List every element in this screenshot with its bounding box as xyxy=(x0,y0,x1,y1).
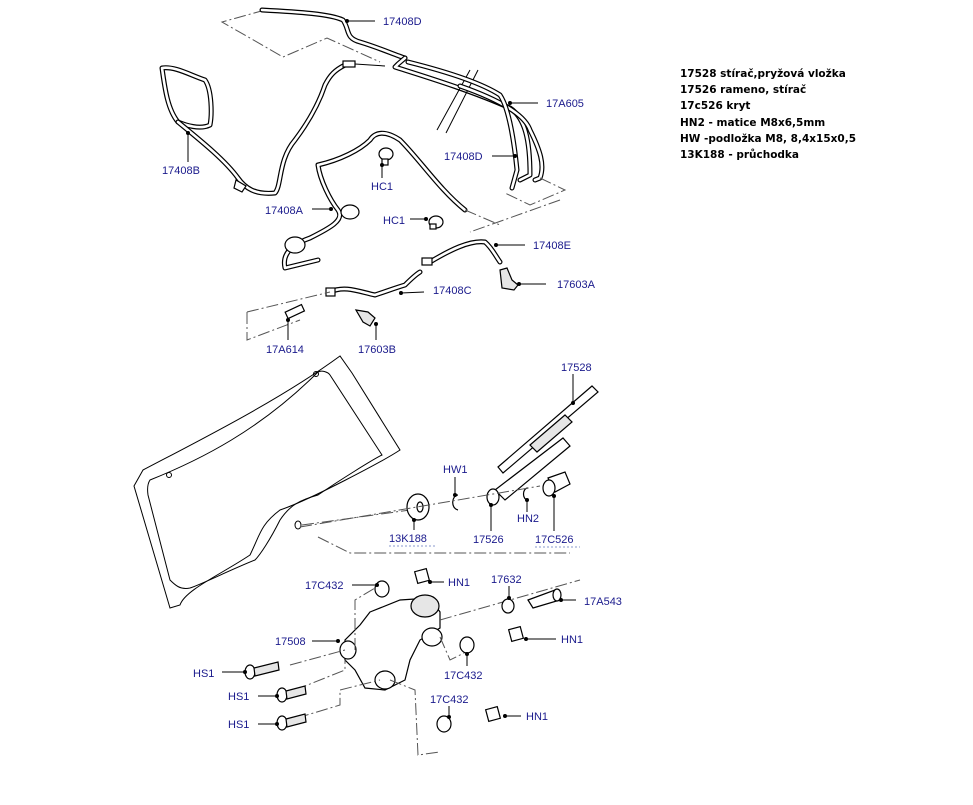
connector-17A614 xyxy=(284,303,306,320)
legend-item: 13K188 - průchodka xyxy=(680,149,800,162)
clip-HC1-b xyxy=(428,215,444,230)
label-17528: 17528 xyxy=(561,362,592,374)
nut-HN1-b xyxy=(507,625,525,643)
label-17408C: 17408C xyxy=(433,285,472,297)
callout-HN1-b: HN1 xyxy=(524,634,583,646)
label-17603B: 17603B xyxy=(358,344,396,356)
callout-17526: 17526 xyxy=(473,503,504,546)
label-HC1-b: HC1 xyxy=(383,215,405,227)
callout-17C432-c: 17C432 xyxy=(430,694,469,719)
label-17A605: 17A605 xyxy=(546,98,584,110)
callout-17408D-top: 17408D xyxy=(345,16,422,28)
legend-item: HW -podložka M8, 8,4x15x0,5 xyxy=(680,132,857,145)
label-17408D-top: 17408D xyxy=(383,16,422,28)
label-17526: 17526 xyxy=(473,534,504,546)
label-17603A: 17603A xyxy=(557,279,596,291)
label-17C432-c: 17C432 xyxy=(430,694,469,706)
callout-HC1-a: HC1 xyxy=(371,163,393,193)
legend-item: 17528 stírač,pryžová vložka xyxy=(680,68,846,80)
callout-17408E: 17408E xyxy=(494,240,571,252)
washer-hose-17408B xyxy=(159,60,386,196)
callout-17528: 17528 xyxy=(561,362,592,405)
wiper-motor-17508 xyxy=(289,579,581,756)
callout-17C526: 17C526 xyxy=(535,494,580,548)
callout-17603A: 17603A xyxy=(517,279,596,291)
label-17632: 17632 xyxy=(491,574,522,586)
bushing-17C432-b xyxy=(459,636,475,654)
bushing-17632 xyxy=(501,598,515,614)
callout-HC1-b: HC1 xyxy=(383,215,428,227)
label-17A614: 17A614 xyxy=(266,344,304,356)
label-HW1: HW1 xyxy=(443,464,467,476)
label-HN1-a: HN1 xyxy=(448,577,470,589)
washer-hose-17A605 xyxy=(405,59,567,233)
label-17408E: 17408E xyxy=(533,240,571,252)
label-13K188: 13K188 xyxy=(389,533,427,545)
washer-hose-17408A xyxy=(281,130,501,271)
label-17C432-b: 17C432 xyxy=(444,670,483,682)
parts-legend: 17528 stírač,pryžová vložka 17526 rameno… xyxy=(680,66,856,163)
screw-HS1-c xyxy=(276,713,307,731)
label-17508: 17508 xyxy=(275,636,306,648)
callout-HW1: HW1 xyxy=(443,464,467,497)
cover-17C526 xyxy=(542,471,571,497)
jet-17603A xyxy=(499,267,519,291)
label-17A543: 17A543 xyxy=(584,596,622,608)
callout-17A614: 17A614 xyxy=(266,318,304,356)
callout-17603B: 17603B xyxy=(358,322,396,356)
label-17408D-mid: 17408D xyxy=(444,151,483,163)
tube-17A543 xyxy=(527,588,562,609)
label-HN1-b: HN1 xyxy=(561,634,583,646)
screw-HS1-a xyxy=(244,661,280,680)
callout-17508: 17508 xyxy=(275,636,340,648)
callout-HN2: HN2 xyxy=(517,498,539,525)
callout-17408D-mid: 17408D xyxy=(444,151,517,163)
legend-item: HN2 - matice M8x6,5mm xyxy=(680,116,826,129)
callout-17C432-a: 17C432 xyxy=(305,580,379,592)
washer-hose-17408C-17408E xyxy=(246,239,503,341)
jet-17603B xyxy=(354,309,376,327)
label-HN1-c: HN1 xyxy=(526,711,548,723)
callout-17408B: 17408B xyxy=(162,131,200,177)
callout-17408A: 17408A xyxy=(265,205,333,217)
bushing-17C432-c xyxy=(436,715,452,733)
callout-17C432-b: 17C432 xyxy=(444,652,483,682)
label-HS1-a: HS1 xyxy=(193,668,214,680)
screw-HS1-b xyxy=(276,685,307,703)
callout-13K188: 13K188 xyxy=(389,518,436,547)
callout-HS1-a: HS1 xyxy=(193,668,247,680)
legend-item: 17c526 kryt xyxy=(680,100,751,113)
callout-HS1-c: HS1 xyxy=(228,719,279,731)
nut-HN1-c xyxy=(484,705,502,723)
label-HS1-c: HS1 xyxy=(228,719,249,731)
callout-17A543: 17A543 xyxy=(559,596,622,608)
washer-HW1 xyxy=(452,494,459,511)
wiper-blade-17528 xyxy=(497,385,599,474)
label-HC1-a: HC1 xyxy=(371,181,393,193)
label-HS1-b: HS1 xyxy=(228,691,249,703)
rear-window-glass xyxy=(133,355,570,609)
label-17408A: 17408A xyxy=(265,205,304,217)
callout-HN1-c: HN1 xyxy=(503,711,548,723)
label-17408B: 17408B xyxy=(162,165,200,177)
label-HN2: HN2 xyxy=(517,513,539,525)
clip-HC1-a xyxy=(378,147,394,166)
callout-HS1-b: HS1 xyxy=(228,691,279,703)
callout-17408C: 17408C xyxy=(399,285,472,297)
label-17C526: 17C526 xyxy=(535,534,574,546)
callout-HN1-a: HN1 xyxy=(428,577,470,589)
callout-17A605: 17A605 xyxy=(508,98,584,110)
callout-17632: 17632 xyxy=(491,574,522,600)
label-17C432-a: 17C432 xyxy=(305,580,344,592)
nut-HN1-a xyxy=(413,567,431,585)
legend-item: 17526 rameno, stírač xyxy=(680,84,807,97)
wiper-arm-17526 xyxy=(486,437,571,506)
grommet-13K188 xyxy=(299,485,541,528)
